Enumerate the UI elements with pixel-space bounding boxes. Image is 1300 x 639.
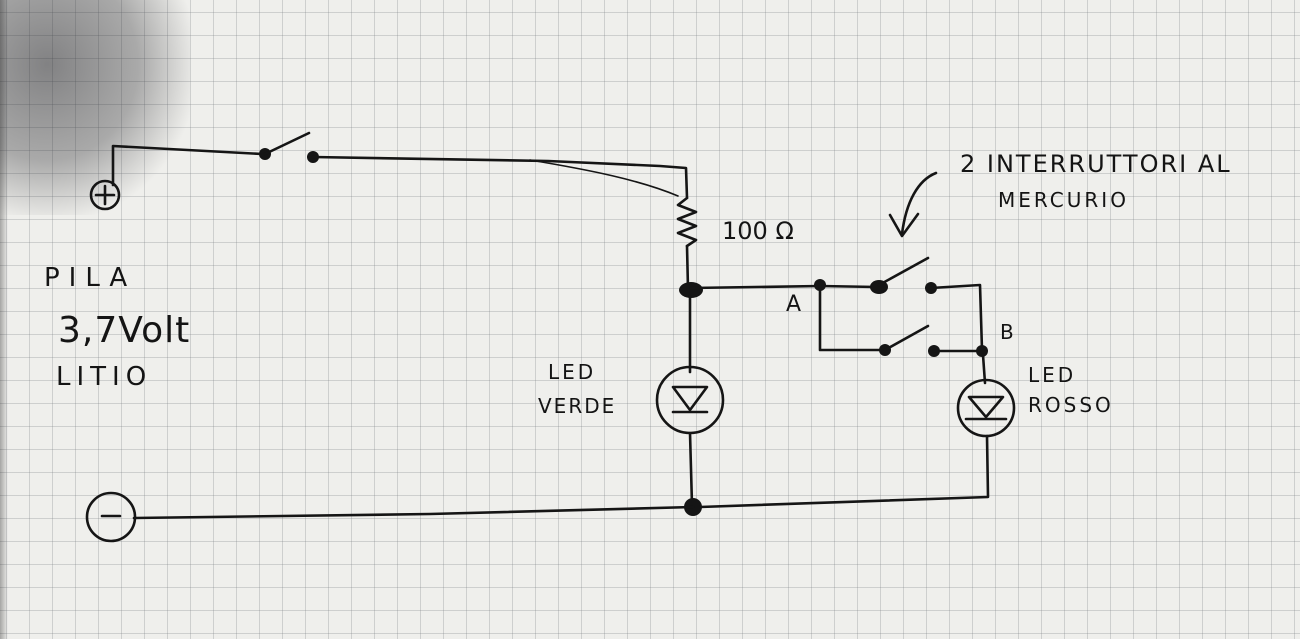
positive-terminal (89, 179, 121, 211)
led-green-label-line2: VERDE (538, 394, 617, 418)
main-switch (259, 131, 319, 163)
node-b-label: B (1000, 320, 1014, 344)
wire-led-red-ground (698, 434, 990, 509)
led-red-symbol (956, 378, 1016, 438)
battery-type-label: PILA (44, 263, 137, 293)
mercury-switch-2 (818, 284, 983, 357)
resistor-label: 100 Ω (722, 217, 794, 245)
node-b-dot (976, 345, 988, 357)
photo-shadow-edge (0, 0, 8, 639)
led-red-label-line2: ROSSO (1028, 393, 1114, 417)
negative-terminal (85, 491, 137, 543)
wire-resistor-node (685, 244, 690, 291)
node-a-label: A (786, 292, 802, 317)
led-green-label-line1: LED (548, 360, 597, 384)
wire-top (311, 155, 689, 200)
wire-positive (111, 144, 264, 187)
mercury-switch-1 (818, 256, 984, 352)
switch-note-line2: MERCURIO (998, 188, 1129, 212)
arrow-icon (888, 171, 938, 238)
voltage-label: 3,7Volt (58, 310, 191, 351)
wire-b-led-red (981, 353, 987, 385)
wire-led-green-ground (688, 431, 694, 507)
wire-bottom (132, 505, 695, 520)
node-main (679, 282, 703, 298)
led-red-label-line1: LED (1028, 363, 1077, 387)
wire-top-retrace (529, 159, 679, 197)
switch-note-line1: 2 INTERRUTTORI AL (960, 150, 1232, 178)
wire-node-a (689, 284, 822, 290)
resistor (676, 196, 698, 248)
led-green-symbol (655, 365, 725, 435)
photo-shadow (0, 0, 190, 215)
chemistry-label: LITIO (56, 362, 153, 392)
